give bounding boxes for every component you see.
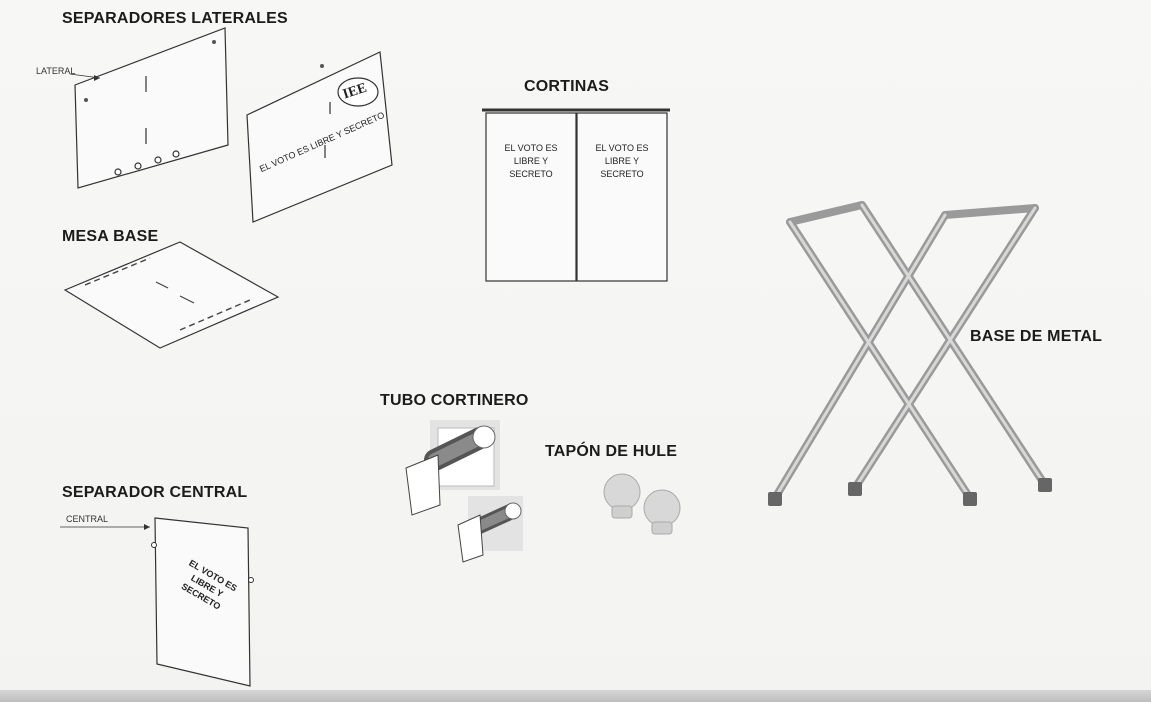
rubber-stoppers <box>603 473 681 535</box>
lateral-separator-panel-1 <box>69 27 229 189</box>
label-cortinas: CORTINAS <box>524 78 610 95</box>
label-tubo-cortinero: TUBO CORTINERO <box>380 392 529 409</box>
curtains <box>482 108 670 282</box>
label-base-de-metal: BASE DE METAL <box>970 328 1103 345</box>
label-central-small: CENTRAL <box>66 514 109 524</box>
label-tapon-de-hule: TAPÓN DE HULE <box>545 443 678 460</box>
label-separador-central: SEPARADOR CENTRAL <box>62 484 248 501</box>
curtain-left-text: EL VOTO ES LIBRE Y SECRETO <box>504 143 558 179</box>
curtain-right-text: EL VOTO ES LIBRE Y SECRETO <box>595 143 649 179</box>
bottom-border-band <box>0 690 1151 702</box>
table-base-board <box>63 241 280 349</box>
curtain-rod-tubes <box>405 420 523 563</box>
label-separadores-laterales: SEPARADORES LATERALES <box>62 10 288 27</box>
central-separator-panel <box>60 517 254 687</box>
metal-base-frame <box>768 201 1052 506</box>
label-lateral-small: LATERAL <box>36 66 76 76</box>
lateral-separator-panel-2 <box>246 51 393 223</box>
label-mesa-base: MESA BASE <box>62 228 159 245</box>
